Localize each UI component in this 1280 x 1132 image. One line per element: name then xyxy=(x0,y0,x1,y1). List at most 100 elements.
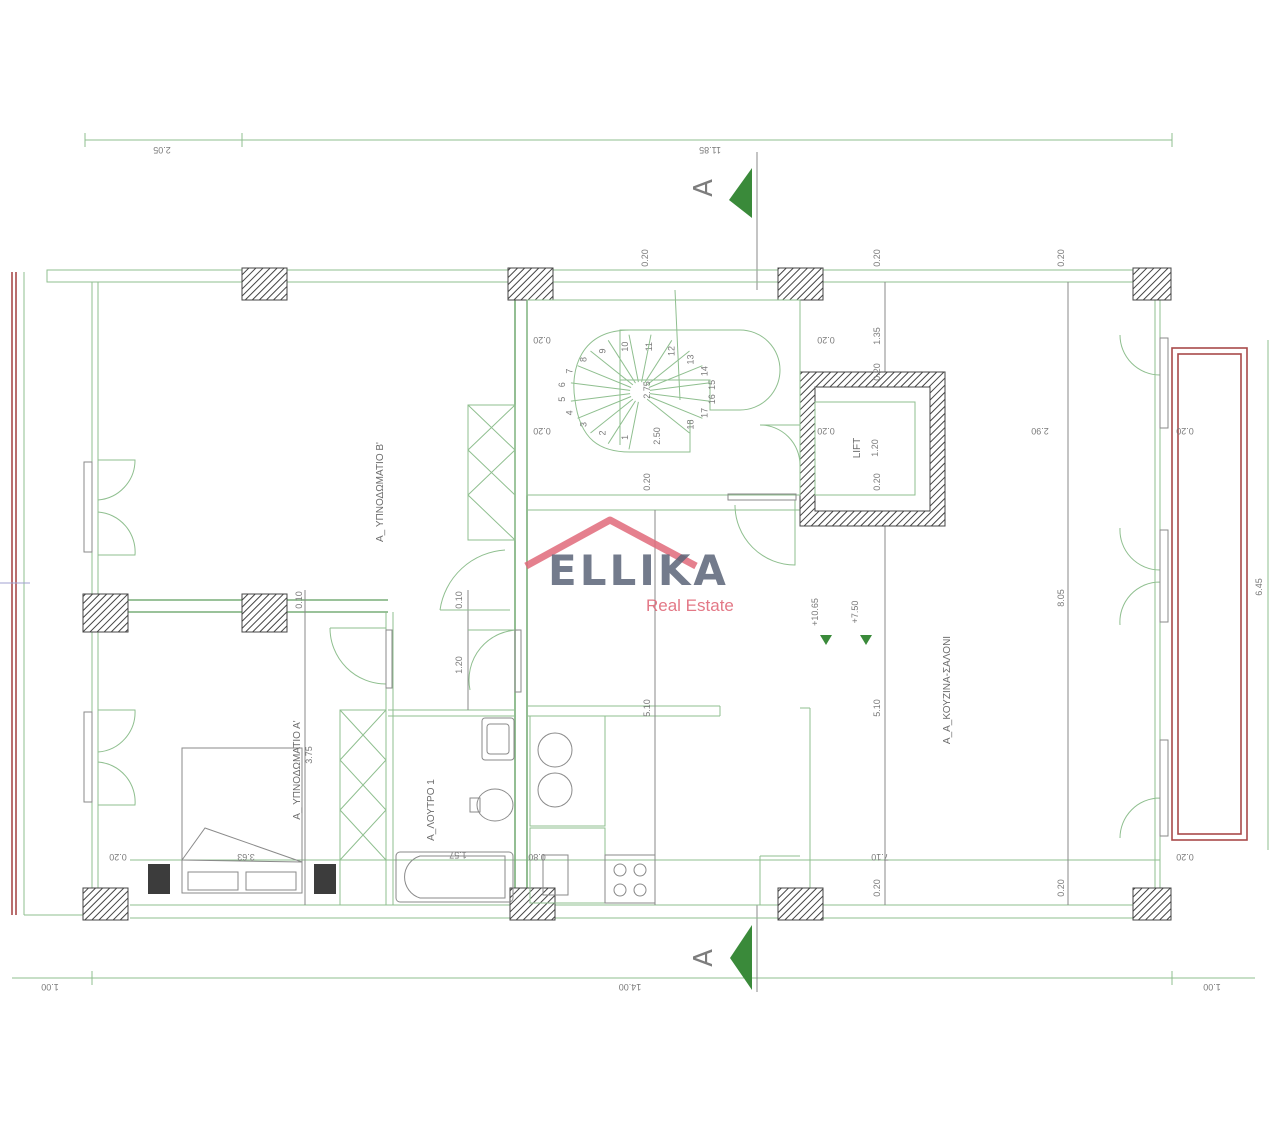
svg-text:5.10: 5.10 xyxy=(872,699,882,717)
right-balcony: 6.45 xyxy=(1171,340,1269,850)
dimension-labels: 0.20 0.20 0.20 1.35 0.20 0.20 0.20 0.20 … xyxy=(109,249,1194,897)
stair-step-number: 2 xyxy=(598,430,608,435)
column xyxy=(241,267,288,301)
column xyxy=(507,267,554,301)
room-label-bedroom-a: Α_ ΥΠΝΟΔΩΜΑΤΙΟ Α' xyxy=(292,720,303,819)
stair-step xyxy=(648,396,703,419)
stair-step-number: 17 xyxy=(700,408,710,418)
stair-step-number: 8 xyxy=(578,357,588,362)
stair-step-number: 14 xyxy=(700,366,710,376)
svg-text:0.20: 0.20 xyxy=(1056,879,1066,897)
stair-step xyxy=(590,350,634,386)
svg-text:0.20: 0.20 xyxy=(872,473,882,491)
lift-shaft: LIFT 1.20 xyxy=(799,371,946,527)
svg-text:0.20: 0.20 xyxy=(1056,249,1066,267)
dim-top-left: 2.05 xyxy=(153,145,171,155)
svg-text:0.20: 0.20 xyxy=(533,335,551,345)
svg-text:0.10: 0.10 xyxy=(294,591,304,609)
house-roof-icon xyxy=(524,516,698,570)
stair-step xyxy=(646,398,690,434)
svg-text:0.20: 0.20 xyxy=(533,426,551,436)
left-balcony xyxy=(11,272,92,916)
stair-step xyxy=(644,340,673,384)
stair-step-number: 3 xyxy=(578,422,588,427)
section-label-top: A xyxy=(689,179,719,197)
level-750: +7.50 xyxy=(850,601,860,624)
stair-step-number: 1 xyxy=(620,435,630,440)
dim-right-total: 6.45 xyxy=(1254,578,1264,596)
stair-step-number: 7 xyxy=(564,369,574,374)
svg-text:0.20: 0.20 xyxy=(1176,426,1194,436)
stair-step xyxy=(641,334,652,383)
stair-step-number: 18 xyxy=(686,419,696,429)
svg-text:0.80: 0.80 xyxy=(528,852,546,862)
brand-logo: ELLIKA Real Estate xyxy=(520,516,760,626)
top-dimension: 2.05 11.85 xyxy=(84,133,1173,155)
svg-text:0.20: 0.20 xyxy=(1176,852,1194,862)
stair-step xyxy=(577,365,632,388)
dim-top-total: 11.85 xyxy=(699,145,721,155)
stair-step-number: 6 xyxy=(557,382,567,387)
stair-step xyxy=(648,365,703,388)
svg-text:0.20: 0.20 xyxy=(817,426,835,436)
stair-step xyxy=(649,382,710,391)
stair-step-number: 4 xyxy=(564,410,574,415)
svg-text:0.20: 0.20 xyxy=(872,879,882,897)
svg-text:0.20: 0.20 xyxy=(872,249,882,267)
stair-step xyxy=(570,382,631,391)
level-1065: +10.65 xyxy=(810,598,820,626)
stair-step xyxy=(570,393,631,402)
section-label-bottom: A xyxy=(689,949,719,967)
svg-text:1.35: 1.35 xyxy=(872,327,882,345)
room-labels: Α_ ΥΠΝΟΔΩΜΑΤΙΟ Β' Α_ ΥΠΝΟΔΩΜΑΤΙΟ Α' Α_Α_… xyxy=(292,442,953,820)
dim-stair-275: 2.75 xyxy=(642,381,652,399)
svg-text:7.10: 7.10 xyxy=(871,852,889,862)
svg-text:0.20: 0.20 xyxy=(640,249,650,267)
stair-step-number: 9 xyxy=(598,348,608,353)
svg-text:0.20: 0.20 xyxy=(109,852,127,862)
columns xyxy=(82,267,1172,921)
svg-text:8.05: 8.05 xyxy=(1056,589,1066,607)
dim-bottom-total: 14.00 xyxy=(619,982,642,992)
lift-label: LIFT xyxy=(852,438,863,459)
svg-text:0.20: 0.20 xyxy=(817,335,835,345)
svg-text:0.10: 0.10 xyxy=(454,591,464,609)
svg-text:1.20: 1.20 xyxy=(454,656,464,674)
dim-bottom-right: 1.00 xyxy=(1203,982,1221,992)
section-marker-top: A xyxy=(689,152,758,290)
stair-step xyxy=(628,334,639,383)
stair-step xyxy=(607,400,636,444)
stair-step xyxy=(646,350,690,386)
stair-step-number: 5 xyxy=(557,397,567,402)
logo-name: ELLIKA xyxy=(548,546,729,595)
bath-label: Α_ΛΟΥΤΡΟ 1 xyxy=(426,779,437,841)
column xyxy=(82,593,129,633)
doors xyxy=(83,334,1169,839)
stair-step-number: 16 xyxy=(707,394,717,404)
stair-step-number: 10 xyxy=(620,342,630,352)
stair-step xyxy=(577,396,632,419)
column xyxy=(777,267,824,301)
column xyxy=(82,887,129,921)
column xyxy=(777,887,824,921)
dim-bath: 1.57 xyxy=(449,850,467,860)
dim-bottom-left: 1.00 xyxy=(41,982,59,992)
svg-text:0.20: 0.20 xyxy=(642,473,652,491)
wardrobes xyxy=(339,404,516,906)
stair-step xyxy=(607,340,636,384)
logo-subtitle: Real Estate xyxy=(646,596,734,615)
room-label-kitchen-living: Α_Α_ΚΟΥΖΙΝΑ-ΣΑΛΟΝΙ xyxy=(942,636,953,744)
svg-text:3.75: 3.75 xyxy=(304,746,314,764)
column xyxy=(1132,267,1172,301)
dim-stair-250: 2.50 xyxy=(652,427,662,445)
svg-text:5.10: 5.10 xyxy=(642,699,652,717)
bathroom-fixtures: Α_ΛΟΥΤΡΟ 1 1.57 xyxy=(395,717,515,903)
stair-step-number: 15 xyxy=(707,380,717,390)
section-marker-bottom: A xyxy=(689,905,758,992)
stair-step xyxy=(628,401,639,450)
stair-step-number: 12 xyxy=(667,346,677,356)
column xyxy=(241,593,288,633)
